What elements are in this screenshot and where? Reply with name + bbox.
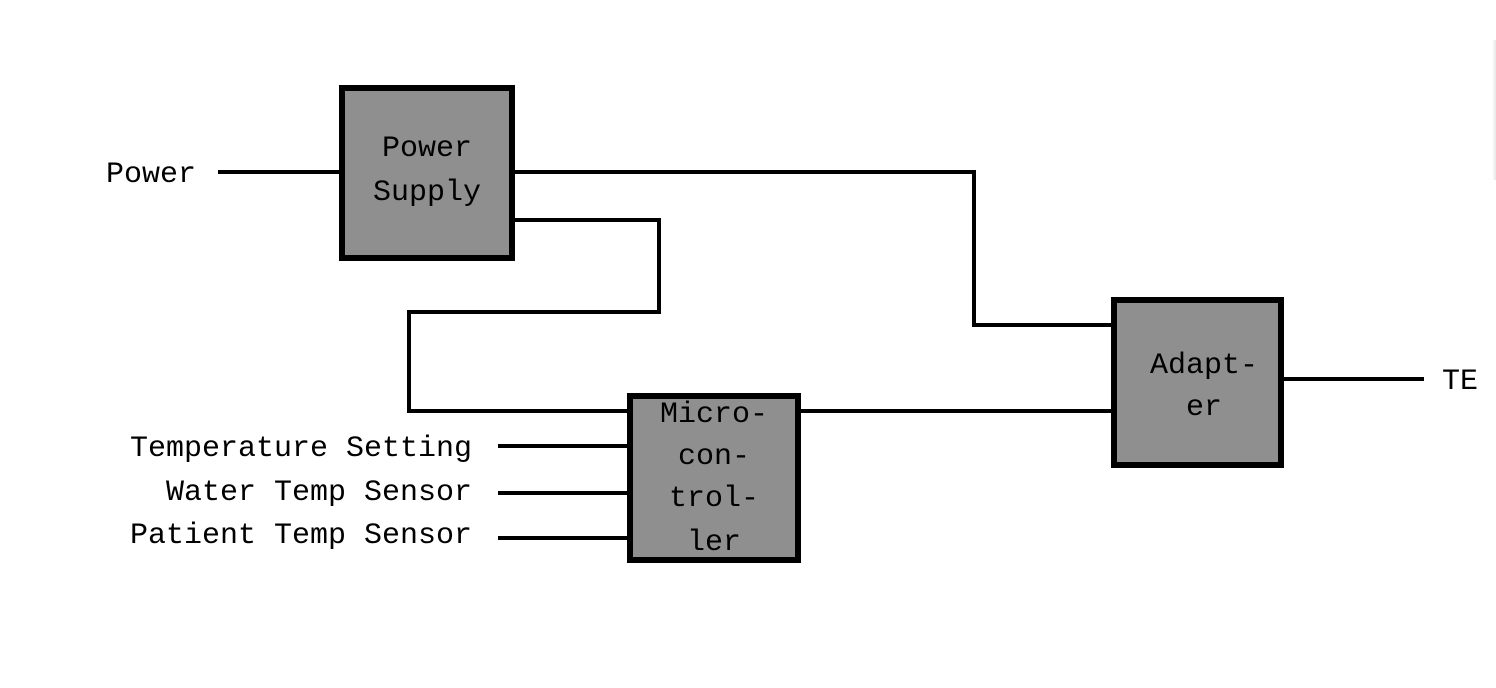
microcontroller-block: [627, 393, 801, 563]
microcontroller-label-line-1: Micro-: [660, 398, 768, 432]
microcontroller-label-line-2: con-: [678, 440, 750, 474]
power-input-label: Power: [106, 158, 196, 192]
microcontroller-label-line-3: trol-: [669, 482, 759, 516]
te-output-label: TE: [1442, 365, 1478, 399]
water-temp-sensor-label: Water Temp Sensor: [166, 476, 472, 510]
edge-shadow: [1492, 40, 1496, 180]
patient-temp-sensor-label: Patient Temp Sensor: [130, 519, 472, 553]
wire-supply-to-microcontroller: [407, 218, 661, 413]
adapter-label-line-1: Adapt-: [1150, 349, 1258, 383]
adapter-label-line-2: er: [1186, 391, 1222, 425]
temperature-setting-label: Temperature Setting: [130, 432, 472, 466]
microcontroller-label-line-4: ler: [687, 526, 741, 560]
adapter-block: [1111, 297, 1284, 468]
power-supply-block: [339, 85, 515, 261]
power-supply-label-line-1: Power: [382, 132, 472, 166]
wire-supply-to-adapter: [510, 170, 1116, 327]
power-supply-label-line-2: Supply: [373, 176, 481, 210]
